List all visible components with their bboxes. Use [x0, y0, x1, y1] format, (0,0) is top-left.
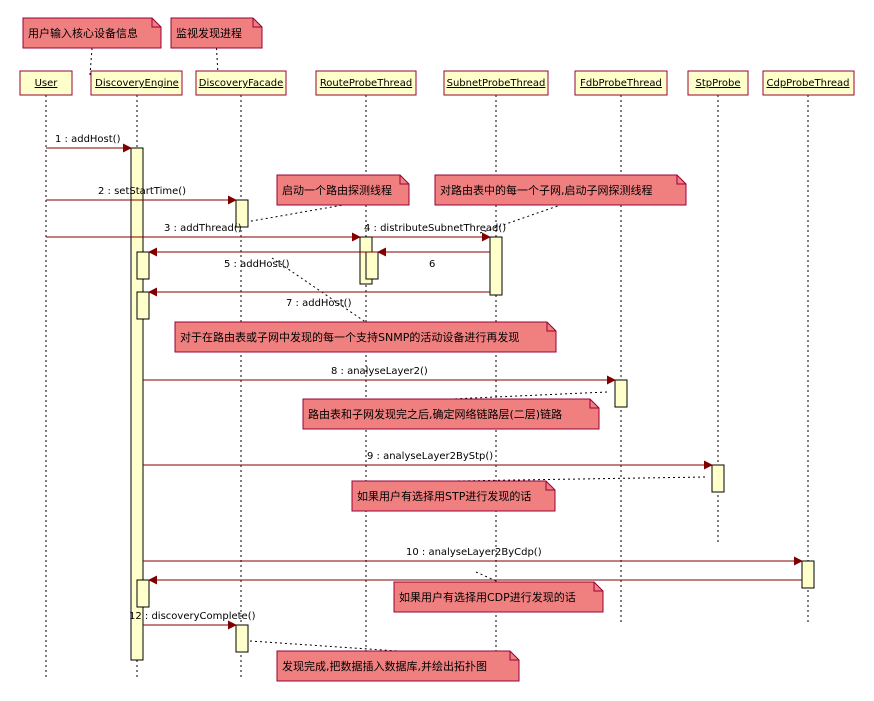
lifeline-head-cdp-probe-thread[interactable]: CdpProbeThread	[762, 70, 855, 96]
activation-bar	[801, 560, 815, 589]
note[interactable]: 启动一个路由探测线程	[276, 174, 410, 206]
lifeline-name: User	[35, 78, 59, 89]
message-label: 5 : addHost()	[224, 259, 290, 270]
note[interactable]: 发现完成,把数据插入数据库,并绘出拓扑图	[276, 650, 520, 682]
message-label: 10 : analyseLayer2ByCdp()	[406, 547, 542, 558]
message-label: 3 : addThread()	[164, 223, 242, 234]
note-text: 启动一个路由探测线程	[282, 183, 392, 197]
message-arrow[interactable]: 7 : addHost()	[148, 287, 490, 309]
message-label: 2 : setStartTime()	[98, 186, 186, 197]
note-text: 发现完成,把数据插入数据库,并绘出拓扑图	[282, 659, 487, 673]
message-arrow[interactable]: 9 : analyseLayer2ByStp()	[143, 451, 713, 470]
note-text: 路由表和子网发现完之后,确定网络链路层(二层)链路	[308, 407, 562, 421]
note[interactable]: 路由表和子网发现完之后,确定网络链路层(二层)链路	[302, 398, 600, 430]
message-label: 12 : discoveryComplete()	[129, 611, 256, 622]
note-text: 监视发现进程	[176, 26, 242, 40]
note-anchor-line	[453, 476, 706, 482]
note-text: 如果用户有选择用CDP进行发现的话	[399, 590, 576, 604]
activation-bar	[614, 379, 628, 408]
activation-bar	[489, 236, 503, 296]
note[interactable]: 如果用户有选择用CDP进行发现的话	[393, 581, 604, 613]
activation-bar	[365, 251, 379, 280]
message-label: 8 : analyseLayer2()	[331, 366, 428, 377]
note-text: 用户输入核心设备信息	[28, 26, 138, 40]
note[interactable]: 用户输入核心设备信息	[22, 17, 162, 49]
lifeline-head-route-probe-thread[interactable]: RouteProbeThread	[315, 70, 417, 96]
message-arrow[interactable]: 1 : addHost()	[46, 134, 132, 153]
message-label: 9 : analyseLayer2ByStp()	[367, 451, 493, 462]
note-text: 对于在路由表或子网中发现的每一个支持SNMP的活动设备进行再发现	[180, 330, 519, 344]
activation-bar	[136, 251, 150, 280]
note-anchor-line	[479, 204, 561, 234]
note-anchor-line	[271, 257, 366, 323]
note-text: 对路由表中的每一个子网,启动子网探测线程	[440, 183, 653, 197]
lifeline-head-subnet-probe-thread[interactable]: SubnetProbeThread	[443, 70, 549, 96]
lifeline-head-discovery-engine[interactable]: DiscoveryEngine	[90, 70, 183, 96]
message-arrow[interactable]: 12 : discoveryComplete()	[129, 611, 256, 630]
note-text: 如果用户有选择用STP进行发现的话	[357, 489, 531, 503]
lifeline-head-fdb-probe-thread[interactable]: FdbProbeThread	[574, 70, 668, 96]
message-arrow[interactable]: 5 : addHost()	[148, 247, 490, 270]
lifeline-name: FdbProbeThread	[580, 78, 662, 89]
lifeline-name: RouteProbeThread	[320, 78, 412, 89]
note-anchor-line	[249, 640, 399, 652]
lifeline-name: DiscoveryEngine	[95, 78, 179, 89]
message-label: 7 : addHost()	[286, 298, 352, 309]
message-arrow[interactable]: 8 : analyseLayer2()	[143, 366, 616, 385]
message-arrow[interactable]: 2 : setStartTime()	[46, 186, 237, 205]
message-label: 1 : addHost()	[55, 134, 121, 145]
lifeline-name: CdpProbeThread	[766, 78, 849, 89]
activation-bar	[136, 579, 150, 608]
message-arrow[interactable]: 4 : distributeSubnetThread()	[364, 223, 506, 242]
message-label: 4 : distributeSubnetThread()	[364, 223, 506, 234]
lifeline-name: DiscoveryFacade	[199, 78, 284, 89]
message-arrow[interactable]: 10 : analyseLayer2ByCdp()	[143, 547, 803, 566]
lifeline-head-discovery-facade[interactable]: DiscoveryFacade	[195, 70, 287, 96]
message-arrow[interactable]: 6	[377, 247, 490, 270]
note-anchor-line	[450, 391, 608, 400]
note-anchor-line	[245, 204, 344, 223]
note[interactable]: 对路由表中的每一个子网,启动子网探测线程	[434, 174, 687, 206]
activation-bar	[235, 624, 249, 653]
lifeline-head-user[interactable]: User	[19, 70, 73, 96]
lifeline-name: SubnetProbeThread	[447, 78, 546, 89]
message-arrow[interactable]: 3 : addThread()	[46, 223, 361, 242]
activation-bar	[136, 291, 150, 320]
note[interactable]: 对于在路由表或子网中发现的每一个支持SNMP的活动设备进行再发现	[174, 321, 557, 353]
message-label: 6	[429, 259, 435, 270]
lifeline-head-stp-probe[interactable]: StpProbe	[687, 70, 749, 96]
lifeline-name: StpProbe	[696, 78, 741, 89]
activation-bar	[235, 199, 249, 228]
activation-bar	[711, 464, 725, 493]
note[interactable]: 监视发现进程	[170, 17, 263, 49]
note[interactable]: 如果用户有选择用STP进行发现的话	[351, 480, 556, 512]
